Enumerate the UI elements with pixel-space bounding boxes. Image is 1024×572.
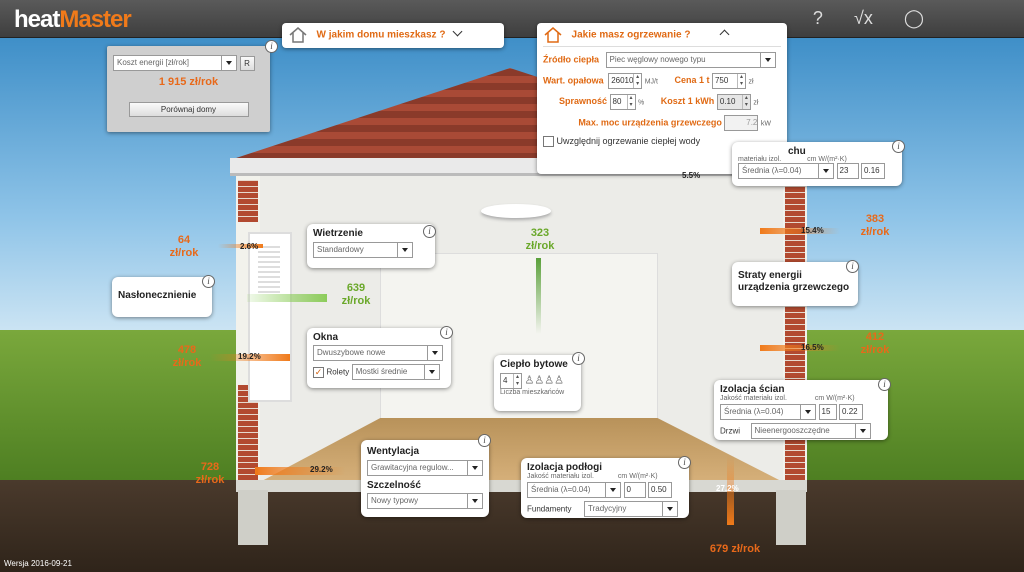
top-icons: ? √x ◯ — [787, 8, 924, 29]
airtightness-select[interactable]: Nowy typowy — [367, 493, 483, 509]
info-icon[interactable]: i — [478, 434, 491, 447]
roof-material-select[interactable]: Średnia (λ=0.04) — [738, 163, 834, 179]
info-icon[interactable]: i — [846, 260, 859, 273]
info-icon[interactable]: i — [202, 275, 215, 288]
reset-button[interactable]: R — [239, 55, 255, 71]
foundation-select[interactable]: Tradycyjny — [583, 501, 678, 517]
walls-cost: 412 zł/rok — [860, 331, 890, 356]
help-icon[interactable]: ? — [812, 8, 823, 28]
info-icon[interactable]: i — [892, 140, 905, 153]
info-icon[interactable]: i — [878, 378, 891, 391]
info-icon[interactable]: i — [423, 225, 436, 238]
cost-summary-box: Koszt energii [zł/rok] R 1 915 zł/rok Po… — [107, 46, 270, 132]
floor-material-select[interactable]: Średnia (λ=0.04) — [527, 482, 621, 498]
airing-loss-arrow — [218, 244, 263, 248]
info-icon[interactable]: i — [440, 326, 453, 339]
windows-panel: Okna Dwuszybowe nowe ✓ Rolety Mostki śre… — [307, 328, 451, 388]
heat-source-select[interactable]: Piec węglowy nowego typu — [605, 52, 776, 68]
house-icon — [288, 27, 308, 43]
door-select[interactable]: Nieenergooszczędne — [750, 423, 871, 439]
cost-type-select[interactable]: Koszt energii [zł/rok] — [113, 55, 237, 71]
wall-material-select[interactable]: Średnia (λ=0.04) — [720, 404, 816, 420]
roof-cm-input[interactable]: 23 — [836, 163, 859, 179]
logo: heatMaster — [14, 6, 132, 33]
calorific-input[interactable]: 26010▴▾ — [608, 73, 643, 89]
floor-insulation-panel: Izolacja podłogi Jakość materiału izol.c… — [521, 458, 689, 518]
window-loss-arrow — [210, 354, 290, 361]
wall-u-input[interactable]: 0.22 — [839, 404, 864, 420]
sun-gain: 639 zł/rok — [341, 282, 371, 307]
floor-cm-input[interactable]: 0 — [623, 482, 646, 498]
max-power-input: 7.2 — [724, 115, 759, 131]
roof-u-input[interactable]: 0.16 — [861, 163, 886, 179]
sunlight-panel: Nasłonecznienie — [112, 277, 212, 317]
window — [248, 232, 292, 402]
ventilation-select[interactable]: Grawitacyjna regulow... — [367, 460, 483, 476]
info-icon[interactable]: i — [678, 456, 691, 469]
price-input[interactable]: 750▴▾ — [711, 73, 746, 89]
heater-losses-pct: 15.4% — [801, 226, 824, 235]
sun-gain-arrow — [247, 294, 327, 302]
people-icon: ♙♙♙♙ — [524, 374, 564, 387]
airing-pct: 2.6% — [240, 242, 259, 251]
airing-select[interactable]: Standardowy — [313, 242, 413, 258]
living-heat-panel: Ciepło bytowe 4▴▾ ♙♙♙♙ Liczba mieszkańcó… — [494, 355, 581, 411]
kwh-cost-input: 0.10▴▾ — [716, 94, 751, 110]
walls-pct: 16.5% — [801, 343, 824, 352]
windows-cost: 478 zł/rok — [172, 344, 202, 369]
living-heat-gain: 323 zł/rok — [525, 227, 555, 252]
roof-pct: 5.5% — [682, 171, 701, 180]
compare-houses-button[interactable]: Porównaj domy — [128, 102, 249, 117]
airing-panel: Wietrzenie Standardowy — [307, 224, 435, 268]
airing-cost: 64 zł/rok — [169, 234, 199, 259]
heater-loss-arrow — [760, 228, 840, 234]
soil-background — [0, 480, 1024, 572]
living-heat-arrow — [536, 258, 541, 334]
hot-water-checkbox[interactable] — [543, 136, 554, 148]
info-icon[interactable]: i — [265, 40, 278, 53]
chevron-up-icon[interactable] — [719, 29, 730, 40]
windows-select[interactable]: Dwuszybowe nowe — [313, 345, 443, 361]
heater-losses-panel: Straty energii urządzenia grzewczego — [732, 262, 858, 306]
floor-loss-arrow — [727, 455, 734, 525]
top-bar: heatMaster ? √x ◯ — [0, 0, 1024, 38]
heater-losses-cost: 383 zł/rok — [860, 213, 890, 238]
left-wall-bricks-bottom — [238, 385, 258, 480]
wall-insulation-panel: Izolacja ścian Jakość materiału izol.cm … — [714, 380, 888, 440]
roof-panel-title: chu — [788, 146, 806, 157]
efficiency-input[interactable]: 80▴▾ — [609, 94, 636, 110]
ventilation-cost: 728 zł/rok — [195, 461, 225, 486]
blinds-checkbox[interactable]: ✓ — [313, 366, 324, 378]
foundation-right — [776, 490, 806, 545]
wall-loss-arrow — [760, 345, 840, 351]
window-blind — [258, 245, 280, 293]
chevron-down-icon — [452, 26, 463, 37]
ceiling-lamp — [481, 204, 551, 218]
windows-pct: 19.2% — [238, 352, 261, 361]
floor-pct: 27.2% — [716, 484, 739, 493]
left-wall-bricks-top — [238, 180, 258, 222]
total-cost: 1 915 zł/rok — [158, 76, 219, 88]
heating-house-icon — [543, 27, 563, 43]
info-icon[interactable]: i — [572, 352, 585, 365]
ventilation-pct: 29.2% — [310, 465, 333, 474]
floor-u-input[interactable]: 0.50 — [648, 482, 673, 498]
foundation-left — [238, 490, 268, 545]
version-label: Wersja 2016-09-21 — [4, 559, 72, 568]
wall-cm-input[interactable]: 15 — [818, 404, 837, 420]
roof-insulation-panel: materiału izol. cm W/(m²·K) Średnia (λ=0… — [732, 142, 902, 186]
ventilation-panel: Wentylacja Grawitacyjna regulow... Szcze… — [361, 440, 489, 517]
sqrt-icon[interactable]: √x — [853, 8, 873, 28]
floor-cost: 679 zł/rok — [709, 543, 761, 555]
residents-input[interactable]: 4▴▾ — [500, 373, 522, 389]
blinds-select[interactable]: Mostki średnie — [351, 364, 440, 380]
user-icon[interactable]: ◯ — [903, 8, 924, 28]
house-type-tab[interactable]: W jakim domu mieszkasz ? — [282, 23, 504, 48]
